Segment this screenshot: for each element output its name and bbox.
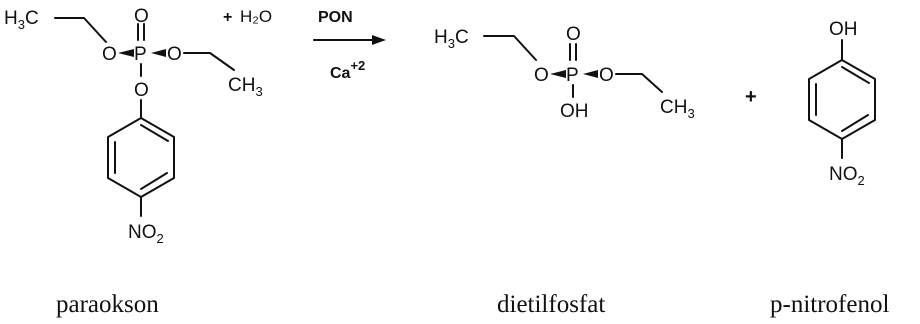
caption-paraoxon: paraokson	[56, 291, 159, 318]
aromatic-bond	[140, 172, 168, 190]
bond	[615, 73, 663, 93]
methyl-label: CH3	[228, 75, 263, 99]
bond	[483, 35, 537, 61]
aromatic-bond	[841, 66, 870, 84]
bond	[54, 17, 107, 43]
atom-phosphorus: P	[566, 65, 579, 86]
nitro-label: NO2	[128, 222, 164, 246]
cofactor-label: Ca+2	[330, 58, 365, 82]
atom-oxygen: O	[134, 6, 149, 27]
atom-oxygen: O	[534, 65, 549, 86]
reaction-arrow: PON Ca+2	[313, 9, 386, 82]
water-label: H₂O	[240, 7, 272, 26]
caption-diethylphosphate: dietilfosfat	[497, 291, 605, 318]
atom-phosphorus: P	[134, 44, 147, 65]
wedge-bond	[550, 70, 566, 78]
hydroxyl-label: OH	[560, 101, 589, 122]
atom-oxygen: O	[134, 80, 149, 101]
reactant-plus: +	[223, 9, 232, 26]
methyl-label: H3C	[434, 27, 469, 51]
wedge-bond	[118, 49, 134, 57]
benzene-ring	[808, 59, 876, 140]
aromatic-bond	[140, 124, 169, 142]
wedge-bond	[151, 49, 166, 57]
arrow-head	[372, 35, 386, 45]
wedge-bond	[583, 70, 598, 78]
paraoxon-structure: H3C O P O O CH3 O NO2	[4, 6, 263, 246]
atom-oxygen: O	[102, 44, 117, 65]
atom-oxygen: O	[566, 24, 581, 45]
nitro-label: NO2	[829, 164, 865, 188]
caption-p-nitrophenol: p-nitrofenol	[770, 291, 889, 318]
p-nitrophenol-structure: OH NO2	[808, 19, 876, 188]
diethylphosphate-structure: H3C O P O O CH3 OH	[434, 24, 695, 122]
methyl-label: H3C	[4, 8, 39, 32]
atom-oxygen: O	[167, 44, 182, 65]
bond	[183, 52, 235, 71]
benzene-ring	[107, 117, 175, 198]
product-plus: +	[745, 86, 757, 108]
methyl-label: CH3	[660, 97, 695, 121]
catalyst-label: PON	[318, 9, 353, 26]
hydroxyl-label: OH	[829, 19, 858, 40]
atom-oxygen: O	[599, 65, 614, 86]
aromatic-bond	[841, 114, 869, 132]
